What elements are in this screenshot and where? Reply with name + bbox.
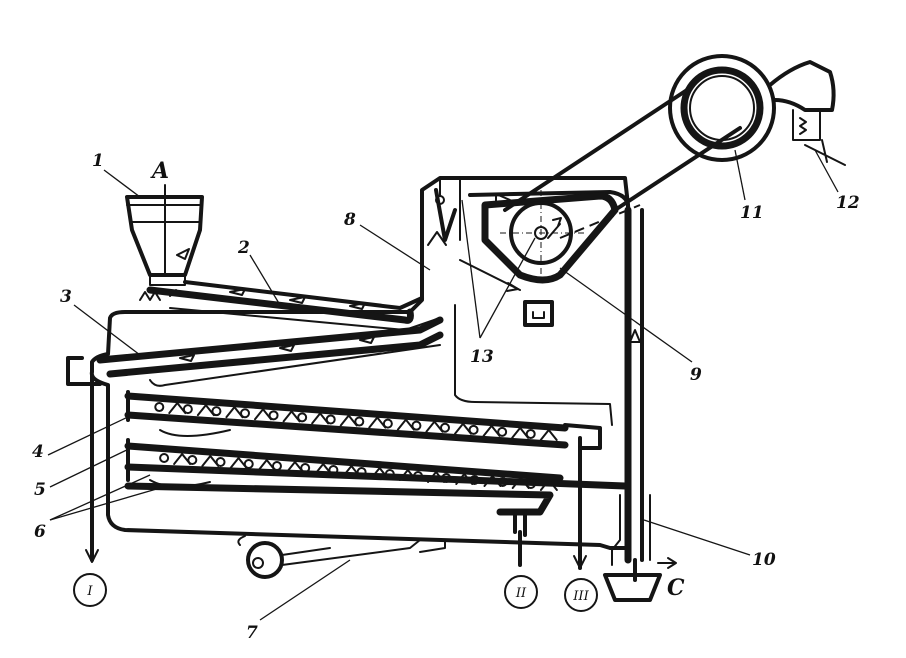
sieve-4-ball — [154, 402, 165, 413]
sieve-5-ball — [384, 469, 395, 479]
sieve-5-ball — [525, 479, 536, 489]
sieve-5-ball — [469, 475, 480, 485]
callout-1: 1 — [92, 151, 104, 171]
sieve-4-ball — [468, 424, 479, 435]
sieve-4-ball-divider — [282, 410, 301, 423]
sieve-5 — [124, 438, 629, 537]
callout-11: 11 — [740, 203, 764, 223]
sieve-5-ball — [441, 473, 452, 483]
sieve-4-ball — [354, 416, 365, 427]
sieve-4-ball — [297, 412, 308, 423]
settling-chamber — [427, 188, 631, 327]
fan-ducts — [503, 86, 742, 239]
sieve-5-ball — [271, 461, 282, 471]
sieve-4-ball-divider — [196, 404, 215, 417]
sieve-4-ball — [411, 420, 422, 431]
outlet-marker-2 — [504, 575, 538, 609]
sieve-5-ball — [413, 471, 424, 481]
sieve-4-ball — [325, 414, 336, 425]
callout-13: 13 — [470, 347, 494, 367]
sieve-5-ball — [328, 465, 339, 475]
sieve-4-ball-divider — [396, 418, 415, 431]
sieve-4-ball — [211, 406, 222, 417]
sieve-4-ball-divider — [339, 414, 358, 427]
callout-10: 10 — [752, 550, 776, 570]
sieve-4-ball — [525, 428, 536, 439]
machine-housing — [89, 176, 630, 550]
drive-mechanism — [237, 535, 446, 579]
sieve-4-ball — [497, 426, 508, 437]
sieve-4-ball-divider — [168, 402, 187, 415]
callout-3: 3 — [60, 287, 72, 307]
sieve-4-ball-divider — [539, 428, 558, 441]
callout-8: 8 — [343, 210, 356, 230]
sieve-5-ball — [159, 453, 170, 463]
sieve-4-ball-divider — [311, 412, 330, 425]
sieve-5-ball — [243, 459, 254, 469]
callout-2: 2 — [237, 238, 250, 258]
sieve-4-ball — [182, 404, 193, 415]
sieve-5-ball-divider — [539, 479, 558, 491]
air-channel — [603, 206, 677, 602]
callout-5: 5 — [34, 480, 46, 500]
sieve-4-ball — [382, 418, 393, 429]
outlet-marker-3 — [564, 578, 598, 612]
inlet-label-a: A — [150, 158, 169, 184]
sieve-4-ball-divider — [454, 422, 472, 435]
upper-channel — [146, 280, 441, 331]
sieve-4-ball-divider — [254, 408, 272, 421]
sieve-4-ball — [440, 422, 450, 433]
sieve-4-ball — [240, 408, 250, 419]
sieve-4-ball — [268, 410, 279, 421]
outlet-label-c: C — [667, 575, 685, 601]
callout-6: 6 — [34, 522, 46, 542]
sieve-4-ball-divider — [425, 420, 444, 433]
callout-12: 12 — [836, 193, 860, 213]
outlet-label-1: I — [86, 584, 93, 599]
collection-trays — [149, 429, 231, 488]
callout-7: 7 — [246, 623, 258, 643]
sieve-5-ball — [497, 477, 508, 487]
sieve-5-ball — [356, 467, 367, 477]
sieve-5-ball — [215, 457, 226, 467]
outlet-marker-1 — [73, 573, 107, 607]
sieve-4-ball-divider — [368, 416, 387, 429]
sieve-4-ball-divider — [225, 406, 244, 419]
sieve-5-ball — [187, 455, 198, 465]
sieve-4-ball-divider — [482, 424, 501, 437]
callout-4: 4 — [32, 442, 44, 462]
sieve-4 — [124, 390, 602, 450]
outlet-label-2: II — [515, 586, 527, 601]
sieve-5-ball — [300, 463, 311, 473]
discharge-pipes — [85, 374, 587, 570]
sieve-4-ball-divider — [511, 426, 530, 439]
outlet-label-3: III — [572, 589, 589, 604]
callout-9: 9 — [690, 365, 702, 385]
callout-labels: 1 2 3 4 5 6 7 8 9 10 11 12 13 A C — [32, 151, 860, 643]
leader-lines — [47, 149, 839, 621]
fan-assembly — [668, 54, 846, 166]
sieve-3 — [66, 316, 444, 387]
fraction-outlet-markers: I II III — [73, 573, 598, 612]
